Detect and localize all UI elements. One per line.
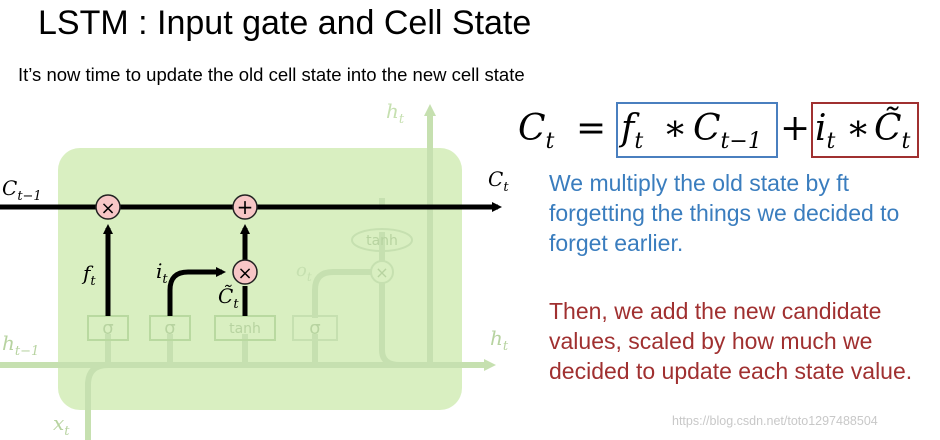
tanh-ellipse [351, 228, 413, 252]
forget-term-box [616, 102, 778, 158]
lstm-cell-box [58, 148, 462, 410]
faded-multiply-circle [370, 260, 394, 284]
candidate-tanh: tanh [229, 321, 261, 337]
eq-plus: + [780, 108, 811, 149]
i-label: it [156, 259, 168, 287]
forget-gate-sigma: σ [102, 318, 113, 339]
cell-state-equation: Ct = ft ∗ Ct−1 + it ∗ C̃t [518, 100, 928, 160]
eq-f: ft [621, 108, 644, 154]
c-prev-label: Ct−1 [2, 176, 42, 204]
faded-multiply-symbol: × [375, 263, 388, 282]
input-term-box [811, 102, 919, 158]
c-next-label: Ct [488, 167, 509, 195]
faded-gates [292, 228, 413, 341]
eq-star1: ∗ [663, 108, 688, 149]
input-gate-sigma: σ [164, 318, 175, 339]
page-subtitle: It’s now time to update the old cell sta… [18, 64, 525, 85]
output-gate-sigma: σ [309, 318, 320, 339]
forget-explanation: We multiply the old state by ft forgetti… [549, 170, 900, 256]
eq-lhs: Ct [518, 108, 555, 154]
input-multiply-symbol: × [237, 263, 252, 284]
x-in-label: xt [53, 411, 70, 439]
tanh-ellipse-label: tanh [366, 233, 398, 249]
input-path [167, 267, 226, 316]
h-out-top-label: ht [386, 99, 405, 127]
c-tilde-label: C̃t [218, 284, 239, 312]
watermark: https://blog.csdn.net/toto1297488504 [672, 414, 878, 428]
eq-i: it [815, 108, 836, 154]
forget-multiply-op [95, 194, 121, 220]
eq-c-prev: Ct−1 [693, 108, 762, 154]
o-label: ot [296, 260, 312, 284]
eq-star2: ∗ [846, 108, 871, 149]
output-gate-sigma-box [292, 315, 338, 341]
eq-equals: = [576, 108, 607, 149]
add-op [232, 194, 258, 220]
h-prev-label: ht−1 [2, 331, 39, 359]
add-symbol: + [237, 195, 254, 219]
eq-c-tilde: C̃t [874, 108, 911, 154]
h-out-right-label: ht [490, 326, 509, 354]
add-explanation: Then, we add the new candidate values, s… [549, 298, 913, 384]
forget-multiply-symbol: × [100, 198, 115, 219]
page-title: LSTM : Input gate and Cell State [38, 4, 532, 42]
input-multiply-op [232, 259, 258, 285]
